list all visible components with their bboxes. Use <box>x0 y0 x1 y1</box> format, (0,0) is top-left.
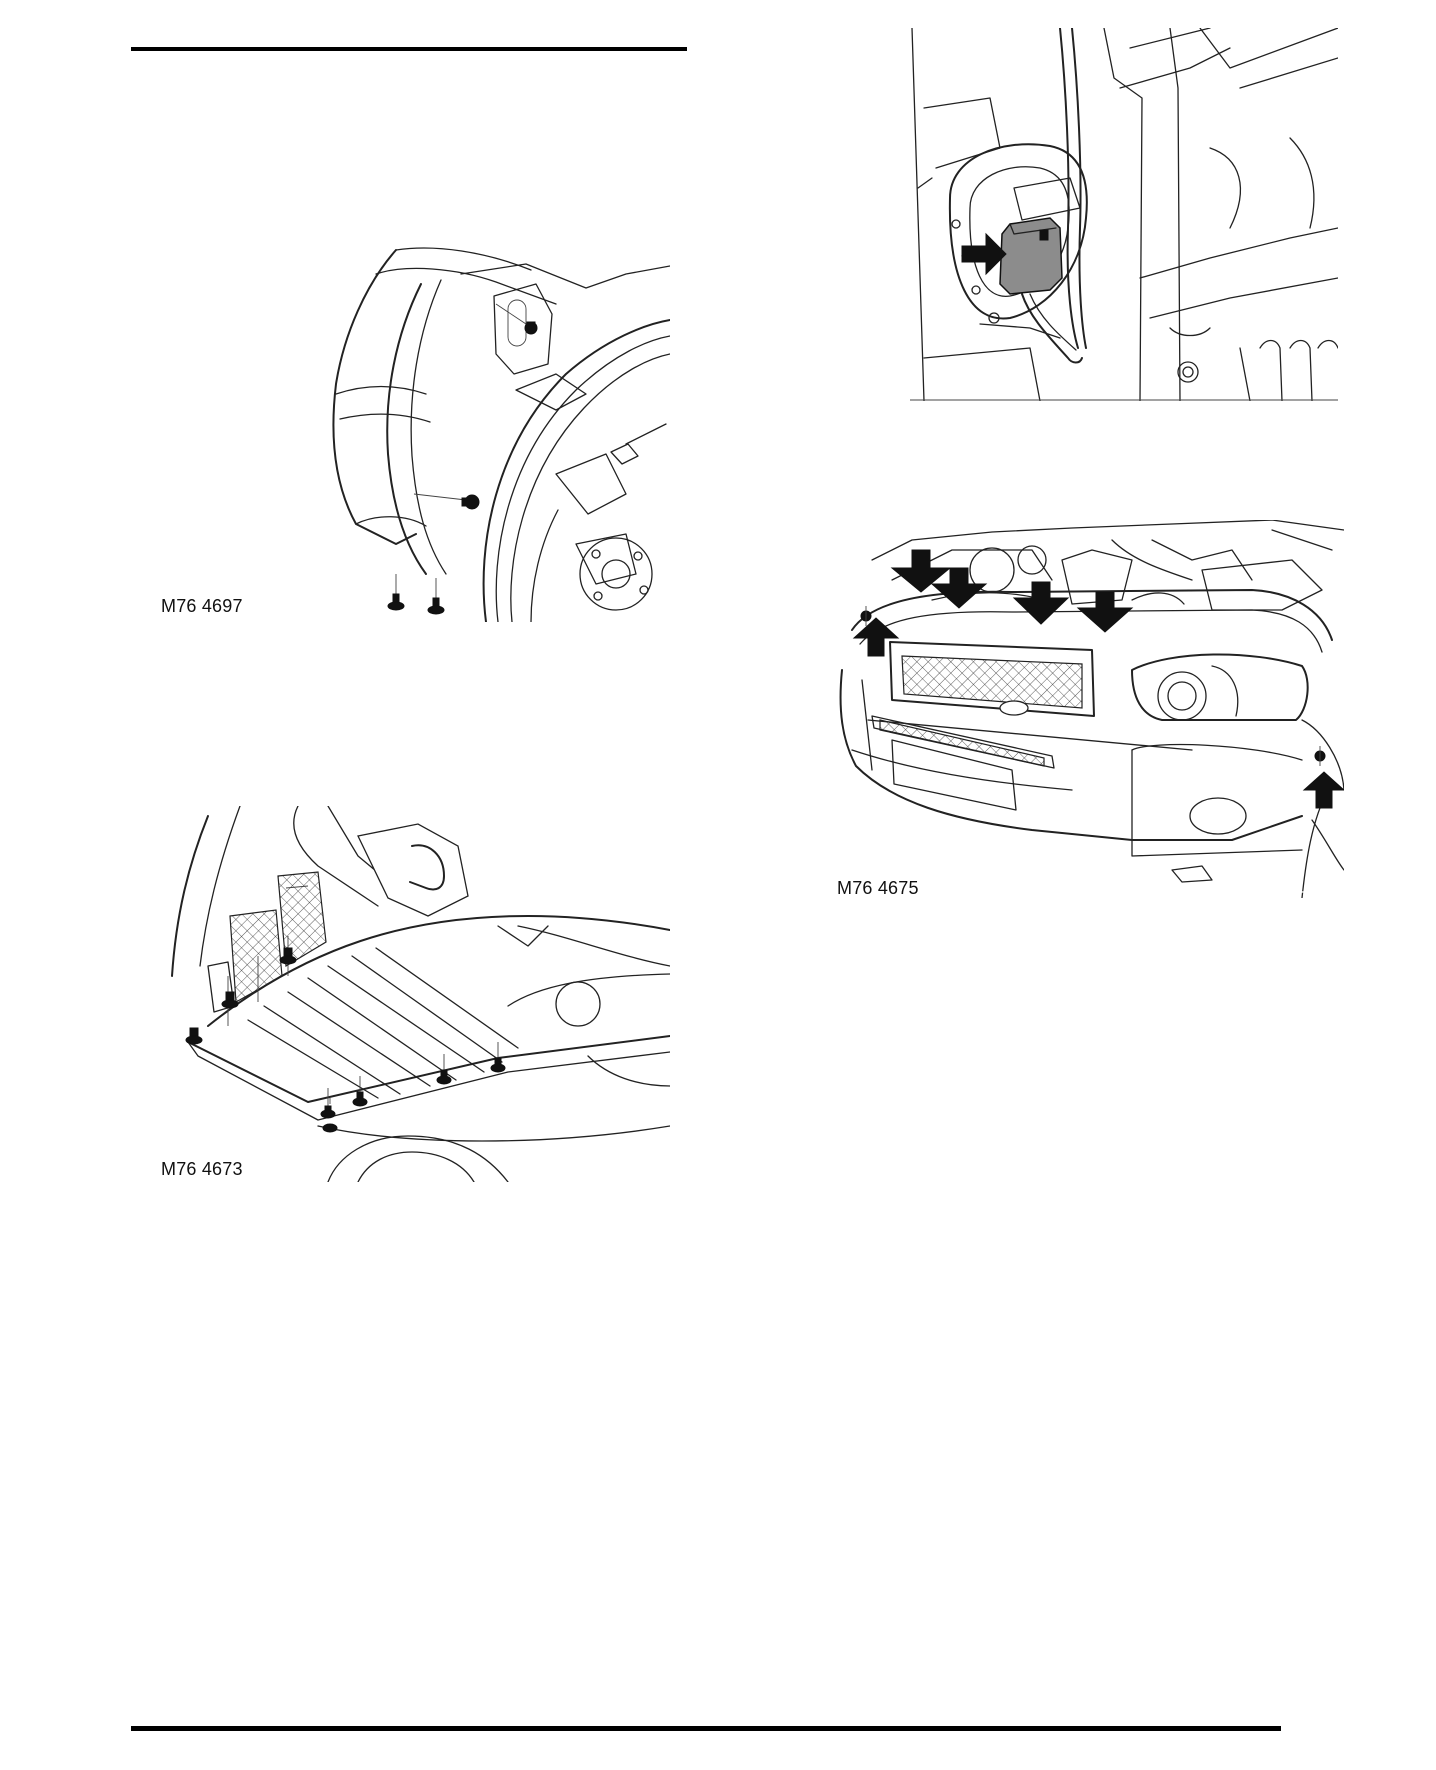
front-undertray-illustration <box>171 806 670 1182</box>
figure-caption: M76 4697 <box>161 596 243 616</box>
screw-icon <box>279 947 297 965</box>
figure-caption: M76 4675 <box>837 878 919 898</box>
arrow-right-icon <box>961 232 1007 276</box>
arrow-down-icon <box>1076 591 1134 633</box>
clip-icon <box>860 606 872 626</box>
figure-front-bumper <box>832 520 1344 898</box>
screw-icon <box>322 1123 338 1133</box>
figure-headlamp-connector <box>910 28 1338 401</box>
wheel-arch-liner-illustration <box>332 247 670 622</box>
screw-icon <box>221 991 239 1009</box>
figure-caption: M76 4673 <box>161 1159 243 1179</box>
screw-icon <box>320 1105 336 1119</box>
arrow-up-icon <box>852 617 900 657</box>
screw-icon <box>524 321 538 335</box>
arrow-down-icon <box>1012 581 1070 625</box>
screw-icon <box>387 593 405 611</box>
screw-icon <box>436 1069 452 1085</box>
figure-wheel-arch-liner <box>326 244 670 622</box>
headlamp-connector-illustration <box>910 28 1338 401</box>
screw-icon <box>490 1057 506 1073</box>
arrow-down-icon <box>890 549 952 593</box>
arrow-down-icon <box>930 567 988 609</box>
clip-icon <box>1314 746 1326 766</box>
screw-icon <box>352 1091 368 1107</box>
arrow-up-icon <box>1302 771 1344 809</box>
screw-icon <box>461 494 480 510</box>
connector-icon <box>999 217 1063 295</box>
screw-icon <box>427 597 445 615</box>
screw-icon <box>185 1027 203 1045</box>
footer-rule <box>131 1726 1281 1731</box>
front-bumper-illustration <box>839 520 1344 898</box>
header-rule <box>131 47 687 51</box>
figure-undertray <box>168 806 670 1182</box>
